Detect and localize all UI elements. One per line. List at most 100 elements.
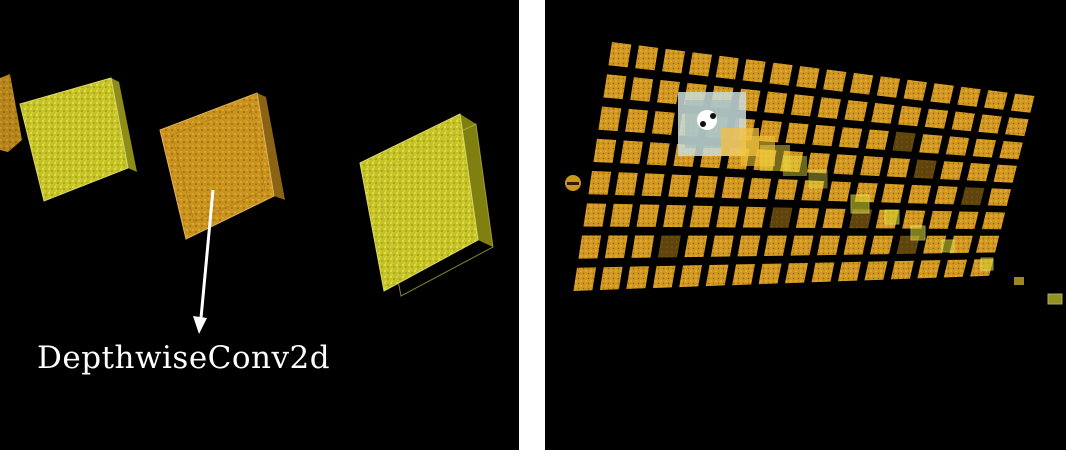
feature-map-cell[interactable] bbox=[663, 205, 686, 228]
feature-map-cell[interactable] bbox=[812, 124, 836, 147]
feature-map-cell[interactable] bbox=[651, 111, 675, 135]
feature-map-cell[interactable] bbox=[828, 181, 852, 202]
feature-map-cell[interactable] bbox=[795, 207, 819, 228]
feature-map-cell[interactable] bbox=[870, 235, 894, 255]
feature-map-cell[interactable] bbox=[966, 162, 991, 182]
feature-map-cell[interactable] bbox=[978, 114, 1002, 134]
layer-block-depthwise[interactable] bbox=[159, 92, 285, 240]
feature-map-cell[interactable] bbox=[811, 262, 835, 283]
feature-map-cell[interactable] bbox=[620, 140, 643, 165]
feature-map-cell[interactable] bbox=[705, 264, 729, 287]
feature-map-cell[interactable] bbox=[949, 235, 973, 254]
feature-map-cell[interactable] bbox=[715, 55, 739, 80]
feature-map-cell[interactable] bbox=[785, 122, 809, 145]
feature-map-cell[interactable] bbox=[636, 204, 660, 227]
feature-map-cell[interactable] bbox=[631, 235, 655, 258]
layer-block-yellow-1[interactable] bbox=[19, 77, 137, 202]
feature-map-cell[interactable] bbox=[769, 207, 793, 228]
feature-map-cell[interactable] bbox=[774, 179, 798, 200]
feature-map-cell[interactable] bbox=[864, 261, 888, 281]
feature-map-cell[interactable] bbox=[1010, 93, 1035, 113]
feature-map-cell[interactable] bbox=[945, 136, 970, 156]
feature-map-cell[interactable] bbox=[716, 206, 740, 228]
feature-map-cell[interactable] bbox=[684, 235, 708, 258]
feature-map-cell[interactable] bbox=[688, 52, 712, 77]
feature-map-cell[interactable] bbox=[737, 235, 761, 257]
feature-map-cell[interactable] bbox=[838, 127, 863, 149]
feature-map-cell[interactable] bbox=[796, 66, 820, 89]
feature-map-cell[interactable] bbox=[801, 180, 825, 201]
feature-map-cell[interactable] bbox=[610, 203, 633, 227]
feature-map-cell[interactable] bbox=[662, 48, 686, 74]
feature-map-cell[interactable] bbox=[890, 260, 914, 280]
feature-map-cell[interactable] bbox=[817, 97, 841, 119]
minus-circle-icon[interactable] bbox=[565, 175, 581, 191]
feature-map-cell[interactable] bbox=[578, 235, 602, 259]
feature-map-cell[interactable] bbox=[758, 263, 782, 285]
feature-map-cell[interactable] bbox=[790, 235, 814, 256]
feature-map-cell[interactable] bbox=[668, 174, 692, 198]
feature-map-cell[interactable] bbox=[646, 142, 670, 166]
feature-map-cell[interactable] bbox=[940, 161, 964, 180]
feature-map-cell[interactable] bbox=[961, 187, 985, 206]
feature-map-cell[interactable] bbox=[837, 261, 861, 282]
feature-map-cell[interactable] bbox=[913, 159, 937, 179]
feature-map-cell[interactable] bbox=[930, 83, 954, 104]
feature-map-cell[interactable] bbox=[999, 141, 1023, 160]
feature-map-cell[interactable] bbox=[1005, 117, 1029, 137]
feature-map-cell[interactable] bbox=[764, 235, 787, 256]
feature-map-cell[interactable] bbox=[657, 80, 680, 105]
feature-map-cell[interactable] bbox=[844, 100, 868, 122]
feature-map-cell[interactable] bbox=[599, 266, 623, 290]
feature-map-cell[interactable] bbox=[806, 152, 830, 174]
feature-map-cell[interactable] bbox=[984, 90, 1008, 110]
feature-map-cell[interactable] bbox=[626, 266, 650, 289]
feature-map-cell[interactable] bbox=[849, 209, 873, 229]
feature-map-cell[interactable] bbox=[573, 267, 597, 291]
feature-map-cell[interactable] bbox=[876, 76, 901, 98]
feature-map-cell[interactable] bbox=[657, 235, 681, 258]
feature-map-cell[interactable] bbox=[630, 77, 654, 102]
layer-block-yellow-2[interactable] bbox=[359, 113, 494, 297]
feature-map-cell[interactable] bbox=[981, 212, 1006, 230]
feature-map-cell[interactable] bbox=[833, 154, 857, 175]
feature-map-cell[interactable] bbox=[843, 235, 867, 255]
feature-map-cell[interactable] bbox=[721, 176, 745, 199]
feature-map-cell[interactable] bbox=[860, 156, 884, 177]
feature-map-cell[interactable] bbox=[615, 172, 638, 196]
feature-map-cell[interactable] bbox=[881, 183, 905, 203]
feature-map-cell[interactable] bbox=[593, 138, 617, 163]
feature-map-cell[interactable] bbox=[732, 264, 755, 286]
feature-map-cell[interactable] bbox=[898, 105, 922, 127]
feature-map-cell[interactable] bbox=[598, 106, 622, 132]
feature-map-cell[interactable] bbox=[822, 208, 846, 229]
feature-map-cell[interactable] bbox=[689, 205, 713, 228]
feature-map-cell[interactable] bbox=[903, 79, 927, 101]
feature-map-cell[interactable] bbox=[972, 138, 996, 158]
trailing-layer-blocks[interactable] bbox=[850, 194, 1063, 305]
feature-map-cell[interactable] bbox=[924, 108, 949, 129]
feature-map-cell[interactable] bbox=[951, 111, 975, 132]
feature-map-cell[interactable] bbox=[976, 235, 1000, 253]
feature-map-cell[interactable] bbox=[934, 186, 958, 205]
feature-map-cell[interactable] bbox=[886, 157, 911, 178]
feature-map-cell[interactable] bbox=[928, 210, 952, 229]
feature-map-cell[interactable] bbox=[823, 69, 847, 92]
layer-block-partial[interactable] bbox=[0, 74, 22, 152]
feature-map-cell[interactable] bbox=[742, 206, 766, 228]
feature-map-cell[interactable] bbox=[865, 129, 889, 150]
feature-map-cell[interactable] bbox=[604, 235, 628, 259]
feature-map-cell[interactable] bbox=[923, 235, 947, 254]
feature-map-cell[interactable] bbox=[652, 265, 676, 289]
feature-map-cell[interactable] bbox=[603, 74, 627, 100]
feature-map-cell[interactable] bbox=[919, 134, 943, 154]
feature-map-cell[interactable] bbox=[641, 173, 665, 197]
feature-map-cell[interactable] bbox=[583, 203, 607, 227]
feature-map-cell[interactable] bbox=[955, 211, 979, 230]
feature-map-cell[interactable] bbox=[871, 102, 895, 124]
feature-map-cell[interactable] bbox=[892, 131, 916, 152]
feature-map-cell[interactable] bbox=[694, 175, 718, 198]
feature-map-cell[interactable] bbox=[790, 94, 815, 117]
feature-map-cell[interactable] bbox=[625, 108, 648, 133]
feature-map-cell[interactable] bbox=[769, 62, 793, 86]
